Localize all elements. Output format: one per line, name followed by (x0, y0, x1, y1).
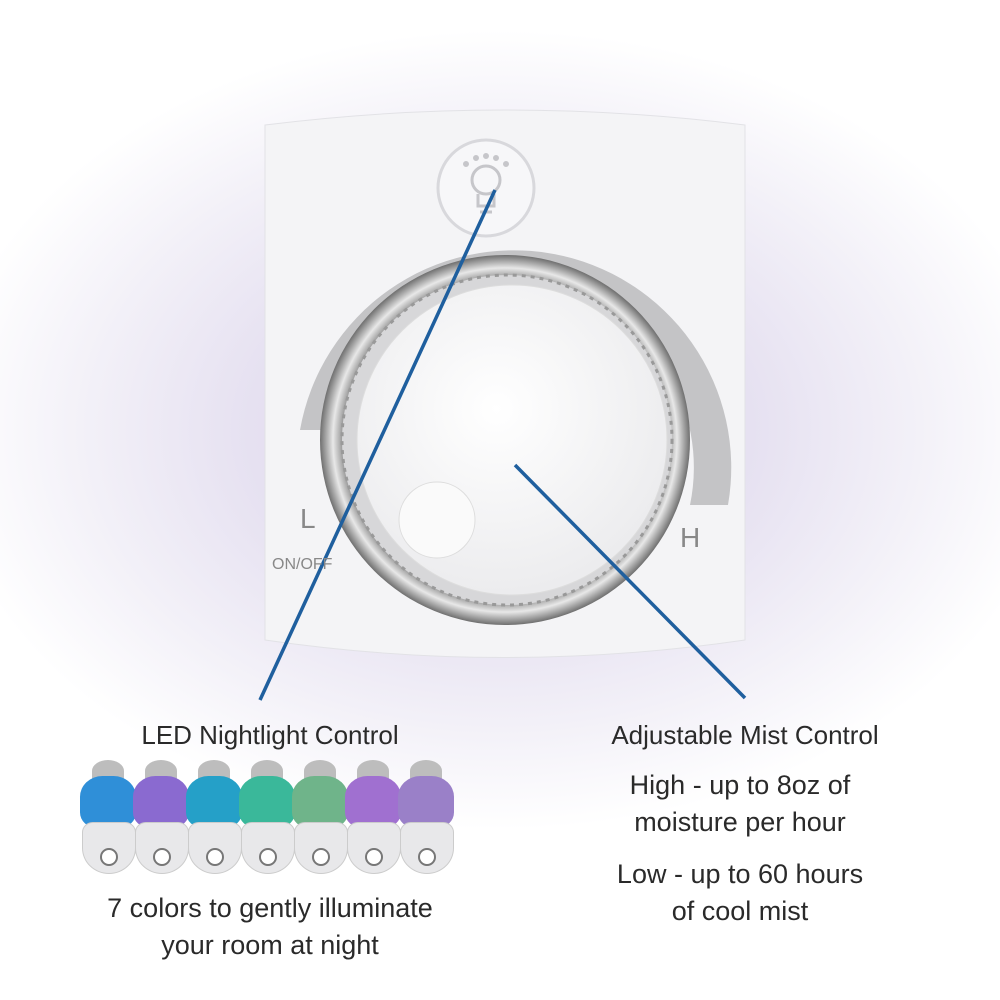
nightlight-title: LED Nightlight Control (141, 720, 399, 750)
humidifier-green (290, 760, 350, 875)
description-line: of cool mist (671, 896, 809, 926)
color-variants-row (78, 760, 456, 875)
description-line: 7 colors to gently illuminate (107, 893, 433, 923)
humidifier-teal (237, 760, 297, 875)
nightlight-description: 7 colors to gently illuminate your room … (40, 890, 500, 964)
humidifier-purple (131, 760, 191, 875)
nightlight-button (436, 138, 536, 238)
humidifier-cyan (184, 760, 244, 875)
mist-callout-line (513, 463, 747, 700)
low-description: Low - up to 60 hours of cool mist (540, 856, 940, 930)
description-line: moisture per hour (634, 807, 846, 837)
humidifier-blue (78, 760, 138, 875)
humidifier-pink (396, 760, 456, 875)
high-description: High - up to 8oz of moisture per hour (540, 767, 940, 841)
high-label: H (680, 522, 701, 553)
description-line: High - up to 8oz of (629, 770, 851, 800)
low-label: L (300, 503, 316, 534)
humidifier-violet (343, 760, 403, 875)
nightlight-callout-line (258, 189, 497, 701)
description-line: Low - up to 60 hours (616, 859, 864, 889)
description-line: your room at night (161, 930, 379, 960)
mist-knob (356, 284, 668, 596)
knob-indicator-nub (398, 481, 476, 559)
power-label: ON/OFF (272, 556, 333, 573)
mist-title: Adjustable Mist Control (611, 720, 879, 750)
